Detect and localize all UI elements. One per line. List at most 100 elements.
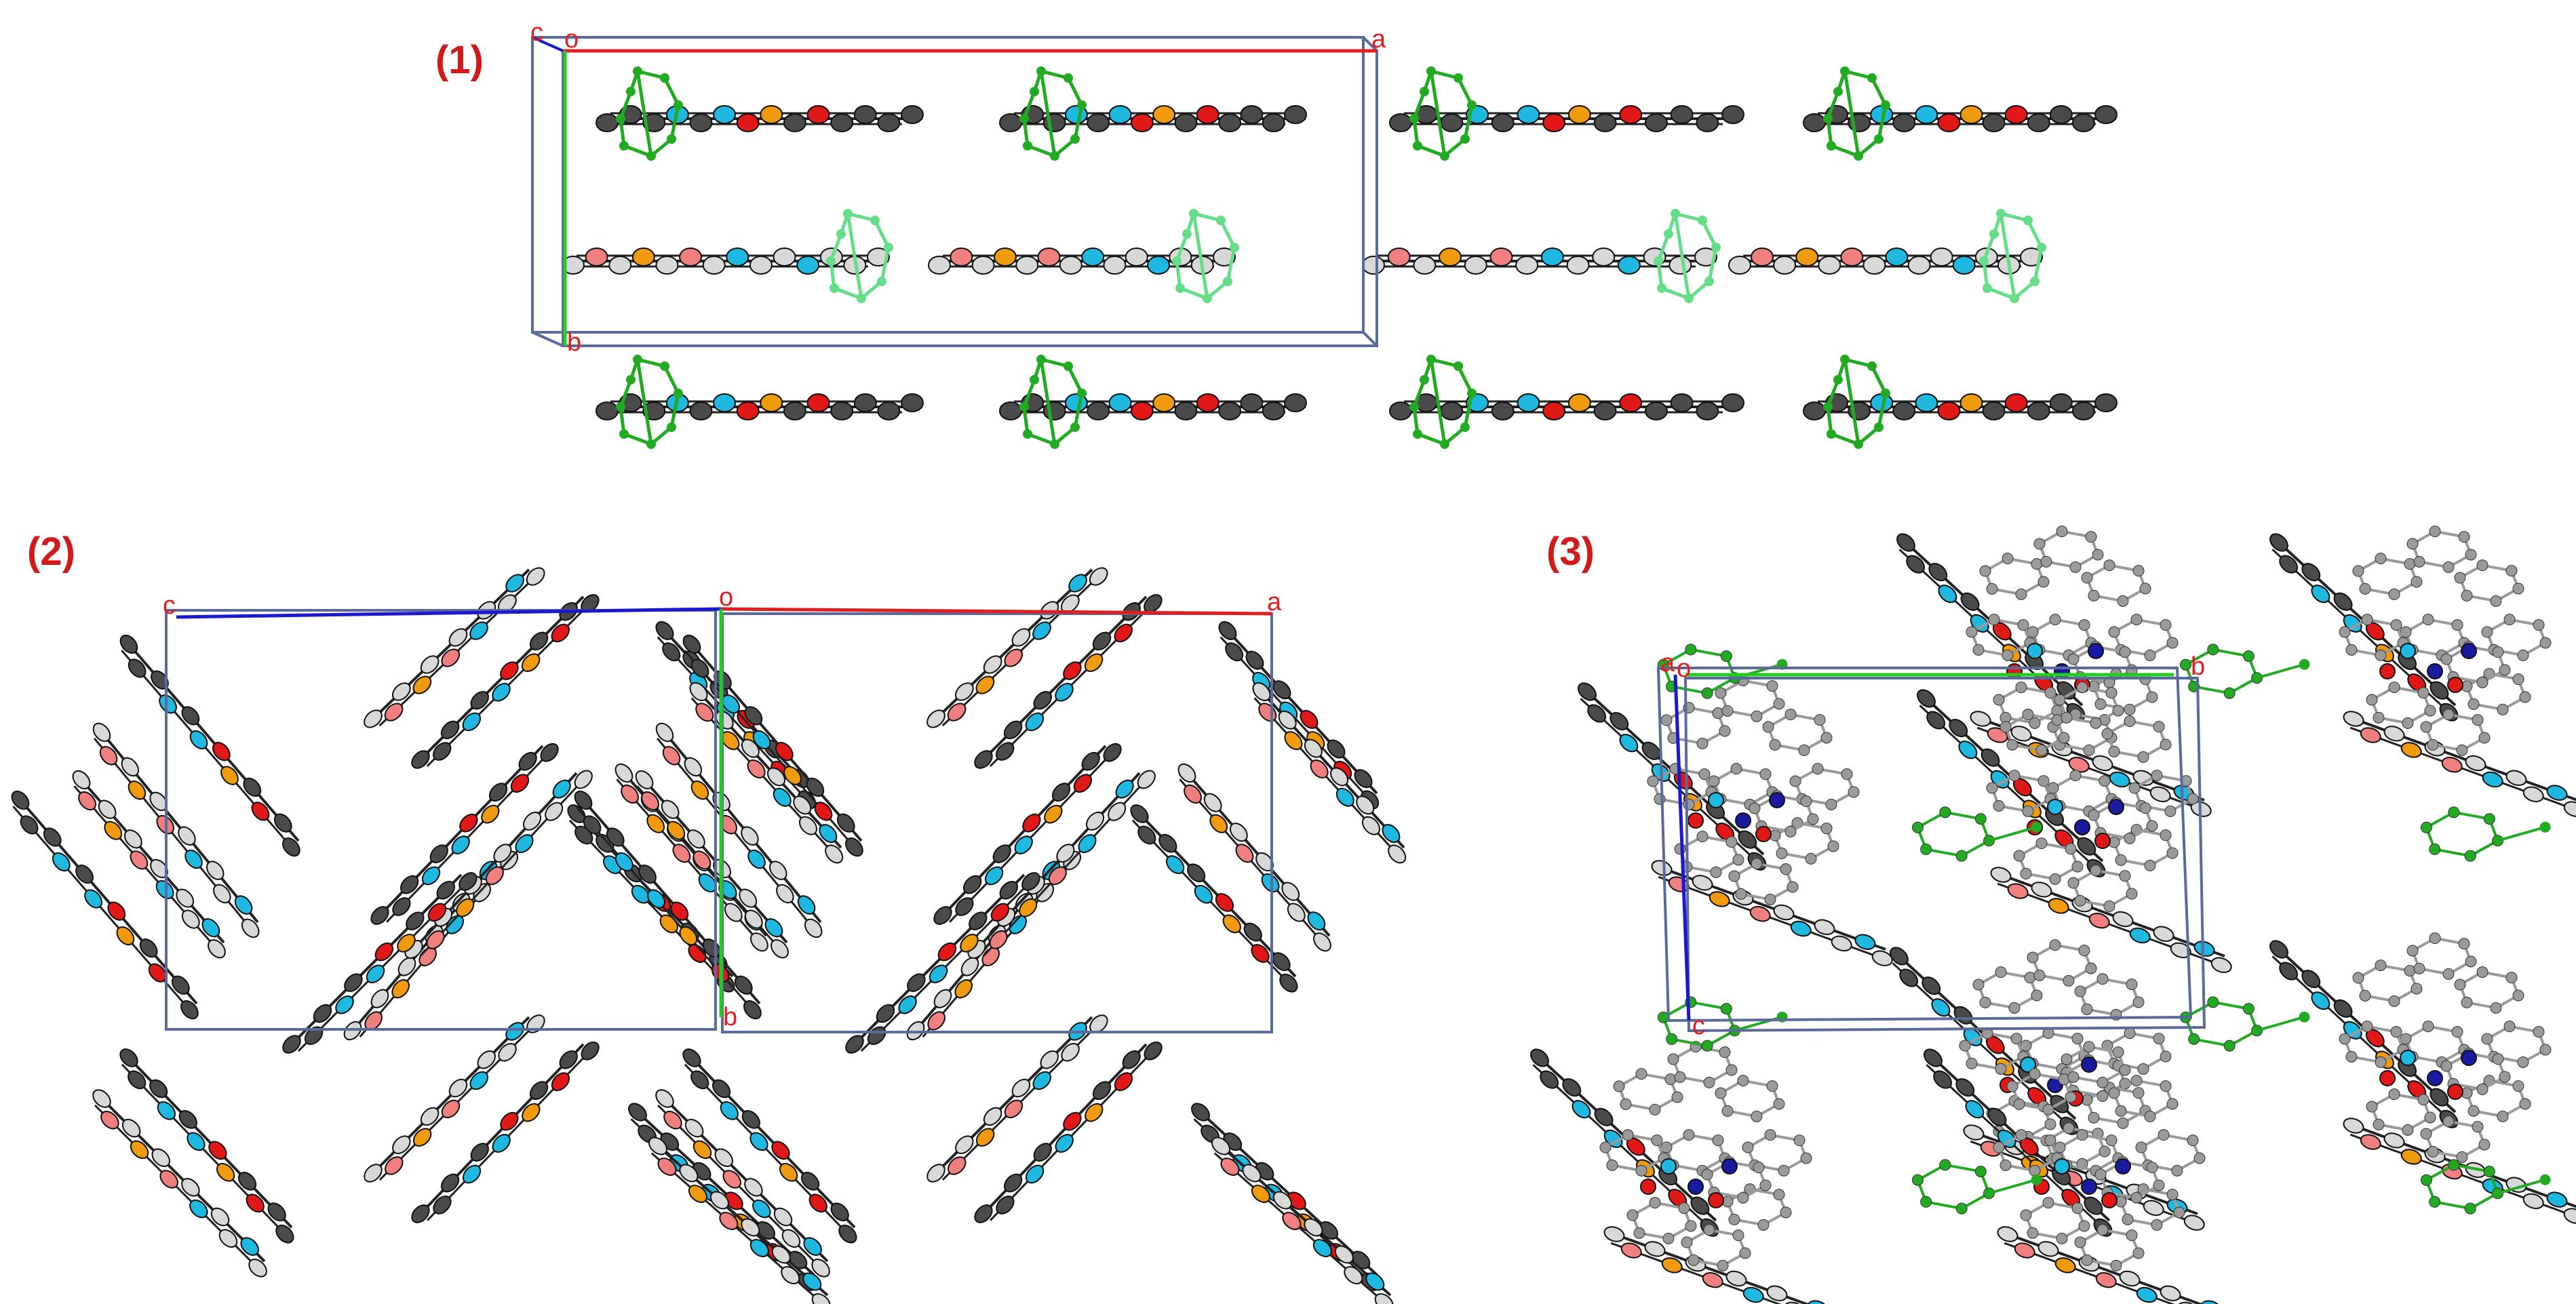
atom: [1087, 113, 1110, 132]
ring-66: [2352, 553, 2423, 600]
atom: [1344, 1266, 1363, 1284]
atom: [1440, 113, 1464, 132]
atom: [608, 256, 632, 275]
atom: [2144, 1110, 2156, 1122]
atom: [1011, 628, 1031, 647]
atom: [2048, 898, 2069, 914]
atom: [2533, 619, 2545, 631]
molecule-137: [1997, 1226, 2222, 1304]
atom: [1251, 944, 1270, 963]
atom: [1019, 114, 1029, 123]
atom: [2481, 626, 2493, 638]
atom: [1491, 401, 1515, 420]
atom: [1312, 1239, 1332, 1257]
atom: [690, 781, 709, 800]
atom: [993, 248, 1017, 266]
atom: [178, 1110, 197, 1129]
atom: [2132, 1087, 2145, 1099]
atom: [1823, 114, 1833, 123]
atom: [1732, 1229, 1744, 1242]
bond: [1877, 104, 1888, 140]
atom: [1840, 66, 1850, 76]
atom: [2146, 820, 2158, 832]
atom: [2505, 770, 2527, 786]
atom: [2464, 850, 2476, 862]
atom: [1920, 843, 1932, 855]
atom: [1361, 816, 1381, 835]
atom: [2522, 1193, 2544, 1210]
atom: [2442, 709, 2455, 721]
atom: [2083, 1041, 2095, 1053]
atom: [2451, 1026, 2463, 1038]
atom: [826, 256, 836, 266]
atom: [2088, 643, 2104, 659]
atom: [996, 1196, 1015, 1214]
atom: [2144, 649, 2156, 661]
atom: [1789, 775, 1801, 787]
atom: [1986, 582, 1998, 595]
atom: [1848, 786, 1860, 798]
atom: [1517, 393, 1540, 412]
ring-132: [1626, 1197, 1697, 1244]
atom: [1687, 1254, 1700, 1266]
bond: [2497, 1178, 2546, 1195]
atom: [974, 1204, 993, 1223]
atom: [1712, 1134, 1724, 1147]
molecule-28: [364, 1014, 545, 1183]
atom: [1004, 648, 1023, 667]
atom: [1921, 976, 1941, 995]
atom: [1152, 393, 1176, 412]
atom: [660, 361, 669, 371]
atom: [1660, 1158, 1677, 1174]
molecule-20: [364, 567, 545, 728]
atom: [1365, 1272, 1385, 1291]
atom: [2153, 926, 2174, 942]
atom: [722, 694, 740, 714]
bond: [1027, 432, 1055, 446]
atom: [1044, 804, 1063, 824]
atom: [1063, 661, 1082, 680]
atom: [662, 746, 681, 766]
atom: [1649, 1197, 1661, 1209]
atom: [2094, 1168, 2107, 1181]
atom: [1068, 574, 1087, 593]
atom: [1530, 1048, 1549, 1067]
atom: [1023, 141, 1032, 151]
atom: [1019, 402, 1029, 412]
atom: [1130, 804, 1149, 823]
atom: [1426, 66, 1436, 76]
atom: [2130, 1191, 2143, 1204]
atom: [210, 1207, 230, 1227]
atom: [2069, 770, 2082, 782]
bond: [1945, 810, 1981, 821]
atom: [769, 861, 787, 880]
atom: [2027, 401, 2050, 420]
molecule-10: [1389, 355, 1744, 449]
atom: [2092, 549, 2104, 561]
atom: [2088, 912, 2110, 929]
molecule-125: [1603, 1226, 1829, 1304]
atom: [724, 903, 743, 922]
atom: [2458, 938, 2470, 950]
atom: [1915, 105, 1938, 124]
bond: [669, 104, 680, 140]
atom: [2071, 1033, 2084, 1045]
atom: [2099, 1145, 2111, 1158]
ring-143: [2074, 1224, 2145, 1271]
atom: [1032, 1071, 1052, 1090]
atom: [2090, 865, 2102, 877]
atom: [719, 1212, 739, 1230]
atom: [1687, 812, 1704, 829]
atom: [1300, 709, 1319, 729]
atom: [2160, 1285, 2181, 1301]
atom: [2006, 1080, 2018, 1092]
atom: [2124, 832, 2136, 844]
atom: [2522, 786, 2544, 803]
atom: [2400, 1149, 2422, 1165]
molecule-40: [926, 567, 1108, 728]
atom: [2002, 649, 2014, 661]
ring-117: [2481, 1021, 2552, 1068]
atom: [1783, 1301, 1805, 1304]
atom: [2149, 786, 2171, 803]
atom: [2130, 1075, 2143, 1087]
